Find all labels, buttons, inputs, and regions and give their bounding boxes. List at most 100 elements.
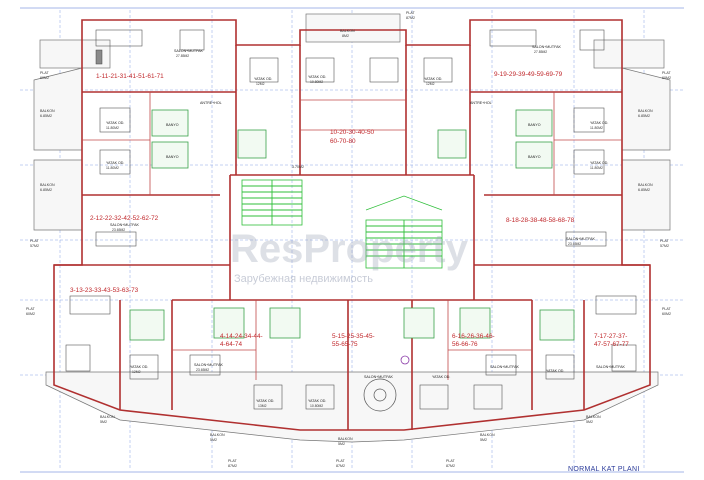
room-yatak-8: YATAK OD.: [130, 365, 148, 369]
area-yatak-1: 11.80M2: [106, 126, 119, 130]
room-salon-2: SALON+MUTFAK: [110, 223, 139, 227]
balkon-area-b4: 5M2: [480, 438, 487, 442]
bathroom-7: [129, 309, 165, 341]
room-labels: SALON+MUTFAK 27.85M2 SALON+MUTFAK 27.85M…: [106, 45, 625, 408]
plat-area-left-low: 60M2: [26, 312, 35, 316]
bathroom-1: [151, 109, 189, 137]
watermark-tagline: Зарубежная недвижимость: [234, 273, 373, 285]
balcony-left-mid: [33, 159, 83, 231]
room-yatak-3: YATAK OD.: [590, 121, 608, 125]
room-salon-7: SALON+MUTFAK: [596, 365, 625, 369]
room-salon-5: SALON+MUTFAK: [364, 375, 393, 379]
area-yatak-5: 12M2: [256, 82, 265, 86]
unit-label-2: 2-12-22-32-42-52-62-72: [90, 215, 159, 222]
plat-area-b2: 87M2: [336, 464, 345, 468]
balconies: [33, 13, 671, 443]
balcony-top-center: [305, 13, 401, 43]
balkon-area-right-2: 6.85M2: [638, 188, 650, 192]
unit-label-9: 9-19-29-39-49-59-69-79: [494, 71, 563, 78]
balkon-label-b1: BALKON: [100, 415, 115, 419]
room-yatak-2: YATAK OD.: [106, 161, 124, 165]
room-antre-2: ANTRE+HOL: [470, 101, 492, 105]
balkon-label-b5: BALKON: [586, 415, 601, 419]
balkon-area-left-1: 6.85M2: [40, 114, 52, 118]
balkon-label-top: BALKON: [340, 29, 355, 33]
room-yatak-1: YATAK OD.: [106, 121, 124, 125]
plat-area-right-top: 60M2: [662, 76, 671, 80]
balcony-right-mid: [621, 159, 671, 231]
unit-label-10a: 10-20-30-40-50: [330, 129, 375, 136]
room-yatak-4: YATAK OD.: [590, 161, 608, 165]
bathroom-11: [459, 307, 491, 339]
balcony-bottom: [45, 371, 659, 443]
balkon-area-top: 8M2: [342, 34, 349, 38]
plat-label-b2: PLAT: [336, 459, 346, 463]
drawing-title: NORMAL KAT PLANI: [568, 466, 640, 473]
plat-label-top: PLAT: [406, 11, 416, 15]
room-salon-9: SALON+MUTFAK: [532, 45, 561, 49]
room-banyo-2: BANYO: [166, 155, 179, 159]
bathroom-2: [151, 141, 189, 169]
unit-label-6a: 6-16-26-36-46-: [452, 333, 495, 340]
plat-area-left-mid: 57M2: [30, 244, 39, 248]
area-yatak-9: 13M2: [258, 404, 267, 408]
room-yatak-9: YATAK OD.: [256, 399, 274, 403]
bathroom-8: [539, 309, 575, 341]
dimension-grid: [20, 7, 684, 473]
walls: [53, 19, 651, 431]
area-yatak-2: 11.80M2: [106, 166, 119, 170]
room-yatak-11: YATAK OD.: [432, 375, 450, 379]
bathrooms: [129, 109, 575, 341]
unit-label-5b: 55-65-75: [332, 341, 358, 348]
plat-area-b1: 87M2: [228, 464, 237, 468]
balkon-area-left-2: 6.85M2: [40, 188, 52, 192]
unit-label-4a: 4-14-24-34-44-: [220, 333, 263, 340]
balkon-label-b4: BALKON: [480, 433, 495, 437]
area-yatak-7: 12M2: [426, 82, 435, 86]
area-salon-1: 27.85M2: [176, 54, 189, 58]
bathroom-4: [515, 141, 553, 169]
area-yatak-4: 11.80M2: [590, 166, 603, 170]
area-yatak-10: 10.80M2: [310, 404, 323, 408]
area-yatak-3: 11.80M2: [590, 126, 603, 130]
exterior-labels: PLAT 60M2 PLAT 60M2 BALKON 6.85M2 BALKON…: [26, 11, 672, 468]
plat-label-b3: PLAT: [446, 459, 456, 463]
room-salon-6: SALON+MUTFAK: [490, 365, 519, 369]
room-yatak-10: YATAK OD.: [308, 399, 326, 403]
balkon-label-left-2: BALKON: [40, 183, 55, 187]
plat-label-b1: PLAT: [228, 459, 238, 463]
balkon-area-b2: 5M2: [210, 438, 217, 442]
room-banyo-1: BANYO: [166, 123, 179, 127]
bathroom-5: [237, 129, 267, 159]
unit-label-7b: 47-57-67-77: [594, 341, 629, 348]
plat-right-top: [593, 39, 665, 69]
room-yatak-12: YATAK OD.: [546, 369, 564, 373]
area-salon-2: 23.65M2: [112, 228, 125, 232]
balkon-label-right-1: BALKON: [638, 109, 653, 113]
unit-label-5a: 5-15-25-35-45-: [332, 333, 375, 340]
plat-label-left-top: PLAT: [40, 71, 50, 75]
watermark: ResProperty Зарубежная недвижимость: [230, 227, 469, 285]
room-yatak-6: YATAK OD.: [308, 75, 326, 79]
plat-area-top: 87M2: [406, 16, 415, 20]
plat-area-left-top: 60M2: [40, 76, 49, 80]
area-salon-4: 23.65M2: [196, 368, 209, 372]
balkon-area-b3: 5M2: [338, 442, 345, 446]
room-yatak-7: YATAK OD.: [424, 77, 442, 81]
banyo-area-center: 3.70M2: [292, 165, 304, 169]
balkon-label-right-2: BALKON: [638, 183, 653, 187]
room-salon-1: SALON+MUTFAK: [174, 49, 203, 53]
plat-area-right-mid: 57M2: [660, 244, 669, 248]
spiral-stair: [363, 355, 410, 412]
plat-area-b3: 87M2: [446, 464, 455, 468]
balkon-label-left-1: BALKON: [40, 109, 55, 113]
plat-label-right-mid: PLAT: [660, 239, 670, 243]
bathroom-6: [437, 129, 467, 159]
stairwell-right: [365, 195, 443, 269]
plat-label-left-mid: PLAT: [30, 239, 40, 243]
balkon-area-b5: 5M2: [586, 420, 593, 424]
unit-label-8: 8-18-28-38-48-58-68-78: [506, 217, 575, 224]
area-salon-9: 27.85M2: [534, 50, 547, 54]
bathroom-3: [515, 109, 553, 137]
